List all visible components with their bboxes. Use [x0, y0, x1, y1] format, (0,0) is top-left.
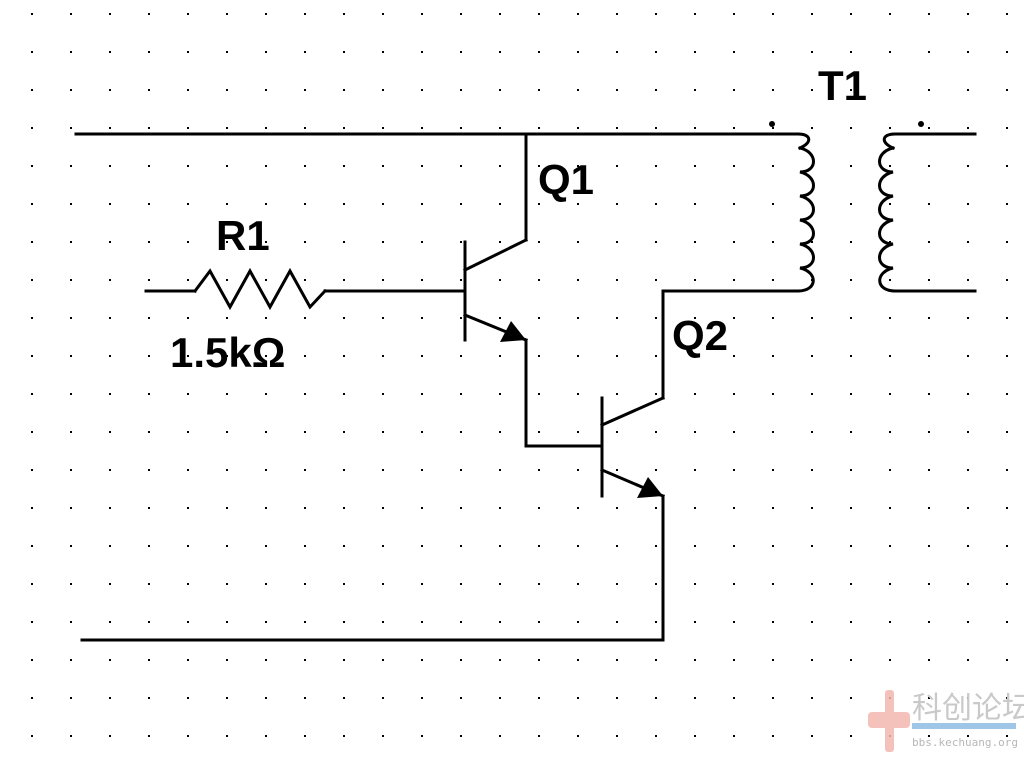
q1-emitter-to-q2-base-wire: [524, 338, 604, 448]
t1-ref-label: T1: [818, 62, 867, 109]
q2-ref-label: Q2: [672, 312, 728, 359]
watermark-title: 科创论坛: [912, 691, 1024, 726]
r1-value-label: 1.5kΩ: [170, 329, 285, 376]
wires: [74, 132, 977, 642]
t1-secondary-polarity-dot: [918, 121, 924, 127]
t1-secondary-coil: [878, 146, 897, 293]
watermark-url: bbs.kechuang.org: [912, 736, 1018, 749]
q1-emitter-arrow: [500, 321, 526, 342]
q2-collector-wire: [661, 289, 800, 400]
q1-transistor-symbol: [462, 237, 529, 342]
q2-emitter-arrow: [637, 477, 663, 498]
q1-ref-label: Q1: [538, 156, 594, 203]
watermark-bar: [912, 723, 1016, 729]
t1-transformer-symbol: [769, 121, 924, 293]
t1-primary-coil: [796, 146, 815, 293]
watermark-logo-icon: [868, 690, 910, 752]
t1-primary-polarity-dot: [769, 121, 775, 127]
r1-ref-label: R1: [216, 212, 270, 259]
q2-transistor-symbol: [600, 396, 665, 498]
watermark: 科创论坛 bbs.kechuang.org: [868, 690, 1024, 752]
r1-resistor-symbol: [192, 267, 328, 311]
q2-emitter-wire: [80, 494, 665, 642]
